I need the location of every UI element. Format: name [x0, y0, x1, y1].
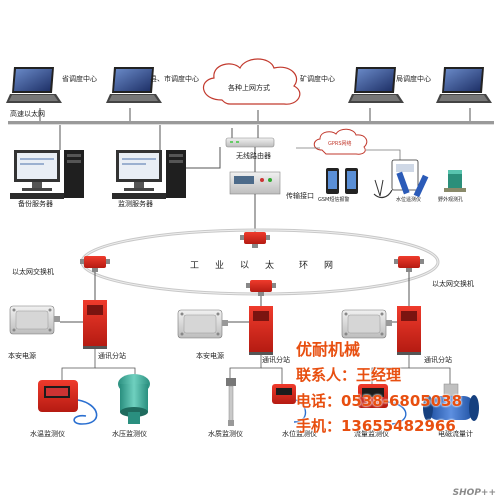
label-water-quality-monitor: 水质监测仪 — [208, 430, 243, 438]
laptop-icon — [348, 67, 404, 103]
safe-power-icon — [177, 309, 228, 339]
signal-lines — [296, 147, 401, 162]
label-water-temp-monitor: 水温监测仪 — [30, 430, 65, 438]
label-comm-substation-right: 通讯分站 — [424, 356, 452, 364]
wireless-router-icon — [225, 125, 275, 148]
shop-watermark: SHOP++ — [452, 488, 496, 498]
safe-power-icon — [341, 309, 392, 339]
label-water-pressure-monitor: 水压监测仪 — [112, 430, 147, 438]
label-flow-monitor: 流量监测仪 — [354, 430, 389, 438]
label-high-speed-ethernet: 高速以太网 — [10, 110, 45, 118]
water-level-telemeter-icon — [373, 159, 429, 199]
ring-char: 网 — [324, 261, 334, 271]
contact-phone: 电话：0538-6805038 — [296, 392, 463, 410]
sensor-lines — [61, 349, 451, 384]
label-internet-methods: 各种上网方式 — [228, 84, 270, 92]
internet-cloud — [203, 58, 301, 105]
label-county-city-center: 县、市调度中心 — [150, 75, 199, 83]
label-safe-power-mid: 本安电源 — [196, 352, 224, 360]
water-pressure-monitor-icon — [118, 374, 150, 424]
label-transmission-interface: 传输接口 — [286, 192, 314, 200]
label-monitor-server: 监测服务器 — [118, 200, 153, 208]
comm-substation-icon — [249, 306, 273, 355]
backup-server-icon — [10, 150, 84, 199]
top-connection-lines — [39, 108, 471, 122]
ethernet-switch-icon — [394, 256, 424, 272]
ethernet-switch-icon — [246, 280, 276, 296]
label-comm-substation-mid: 通讯分站 — [262, 356, 290, 364]
high-speed-ethernet-bar — [8, 121, 494, 124]
contact-person: 联系人：王经理 — [296, 366, 402, 384]
ethernet-switch-icon — [80, 256, 110, 272]
label-ethernet-switch-right: 以太网交换机 — [432, 280, 474, 288]
label-water-level-telemeter: 水位遥测仪 — [396, 197, 422, 203]
ethernet-switch-icon — [240, 232, 270, 248]
label-field-borehole: 野外观测孔 — [438, 197, 464, 203]
ring-char: 业 — [215, 261, 225, 271]
label-gprs-network: GPRS网络 — [328, 141, 352, 147]
transmission-interface-icon — [229, 147, 281, 232]
comm-substation-icon — [83, 300, 107, 349]
label-comm-substation-left: 通讯分站 — [98, 352, 126, 360]
water-quality-probe-icon — [226, 378, 236, 426]
contact-mobile: 手机：13655482966 — [296, 417, 456, 435]
water-temp-monitor-icon — [38, 380, 98, 425]
ring-char: 以 — [240, 261, 250, 271]
label-em-flowmeter: 电磁流量计 — [438, 430, 473, 438]
laptop-icon — [436, 67, 492, 103]
laptop-icon — [106, 67, 162, 103]
label-bureau-center: 局调度中心 — [396, 75, 431, 83]
label-water-level-monitor: 水位监测仪 — [282, 430, 317, 438]
label-wireless-router: 无线路由器 — [236, 152, 271, 160]
safe-power-icon — [9, 305, 60, 335]
contact-company: 优耐机械 — [296, 340, 361, 359]
server-lines — [59, 125, 221, 169]
laptop-icon — [6, 67, 62, 103]
ring-char: 环 — [299, 261, 309, 271]
monitor-server-icon — [112, 150, 186, 199]
label-mine-center: 矿调度中心 — [300, 75, 335, 83]
label-safe-power-left: 本安电源 — [8, 352, 36, 360]
ring-char: 太 — [265, 261, 275, 271]
phone-icon — [326, 168, 358, 194]
label-provincial-center: 省调度中心 — [62, 75, 97, 83]
ring-char: 工 — [190, 261, 200, 271]
label-gsm-alarm: GSM短信报警 — [318, 197, 350, 203]
water-level-monitor-icon — [272, 384, 307, 423]
flow-monitor-icon — [358, 384, 407, 425]
field-borehole-icon — [444, 170, 466, 192]
comm-substation-icon — [397, 306, 421, 355]
label-ethernet-switch-left: 以太网交换机 — [12, 268, 54, 276]
label-backup-server: 备份服务器 — [18, 200, 53, 208]
em-flowmeter-icon — [423, 383, 479, 421]
gprs-cloud — [313, 128, 368, 155]
